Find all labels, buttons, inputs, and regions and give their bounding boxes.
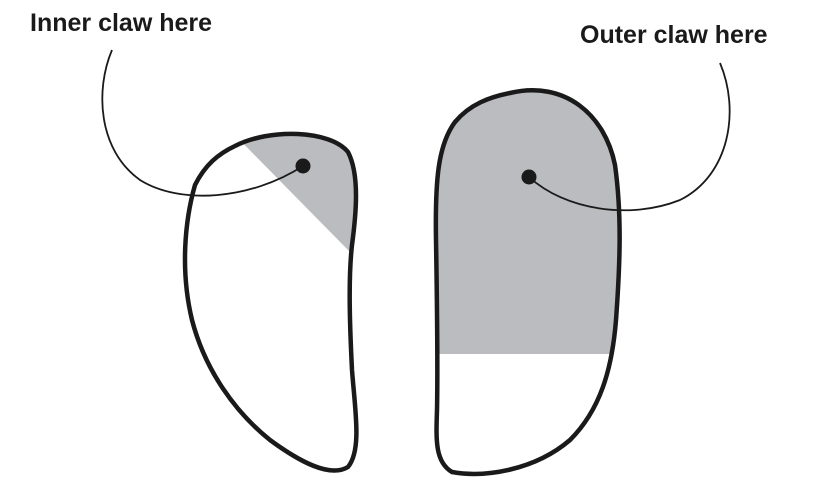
outer-claw-shaded-region: [420, 70, 640, 354]
outer-claw-marker-dot: [522, 170, 537, 185]
inner-claw-marker-dot: [296, 159, 311, 174]
